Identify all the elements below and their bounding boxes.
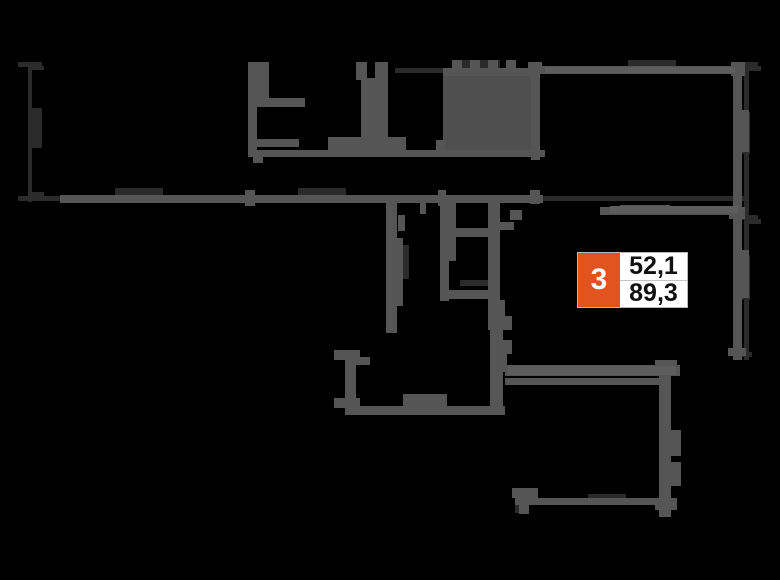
wall-ul-vertical-inner [257,62,269,107]
wall-balcony-right-nub-a [671,430,681,456]
wall-balcony-bottom-left-cap [512,488,538,498]
wall-right-vertical [733,70,742,212]
wall-main-horizontal-right [253,195,543,203]
wall-main-node-c [530,190,540,204]
wall-core-right-cap [528,62,542,74]
wall-right-vertical-lower [733,212,742,360]
wall-lower-horizontal [345,406,505,415]
wall-right-end-cap [728,348,746,356]
wall-main-node-a [245,190,255,206]
wall-lower-left-cap-bottom [334,398,360,408]
wall-core-pin-d [506,60,516,69]
wall-core-left-nub [436,140,445,154]
living-area-value: 52,1 [620,253,687,281]
total-area-value: 89,3 [629,279,678,308]
dim-leader-b [460,280,494,286]
dim-tick-left-top [18,62,42,67]
dim-line-left-vertical [28,62,32,202]
wall-ul-vertical-outer [248,62,257,157]
walls [60,60,749,517]
wall-core-top-edge [443,68,540,76]
dim-swatch-mid-a [115,188,163,196]
area-values: 52,1 89,3 [620,253,687,307]
wall-t-left-leg [356,62,367,80]
wall-right-nub-b [741,250,749,298]
wall-stub-b [420,200,426,214]
wall-core-pin-b [470,60,480,69]
dim-tick-right-top [734,62,758,67]
wall-lower-left-vert [345,350,356,412]
wall-stub-a [398,215,405,231]
wall-balcony-corner-br [655,498,677,510]
wall-t-foot [328,137,406,150]
wall-balcony-top-inner [505,378,660,385]
wall-core-right-post [531,62,540,160]
wall-core-pin-a [452,60,462,69]
dim-arrow-left-top [32,66,44,70]
wall-core-pin-c [488,60,498,69]
wall-center-room-top [449,228,495,237]
wall-balcony-bottom [515,498,673,505]
wall-ul-bottom-nub [253,157,263,163]
thin-line-balcony [508,366,676,375]
wall-center-vert-left-wide [386,238,403,306]
wall-thin-lines [508,67,738,375]
wall-t-right-leg [375,62,388,80]
wall-lower-horizontal-bump [403,394,447,407]
dim-swatch-left [32,108,42,148]
dim-tick-right-mid [734,215,758,220]
wall-balcony-right-nub-b [671,462,681,486]
area-badge[interactable]: 3 52,1 89,3 [577,252,688,308]
dim-arrow-right-top [749,66,761,71]
wall-ul-horizontal [257,98,305,107]
wall-right-nub-a [741,110,749,152]
wall-main-horizontal [60,195,250,203]
wall-core-bottom-plate [440,150,545,157]
wall-balcony-right-vert [659,372,671,517]
wall-balcony-bottom-left-stem [519,498,529,514]
dim-arrow-right-mid [749,219,761,224]
wall-lower-left-nub [356,357,370,365]
room-count-label: 3 [578,253,620,307]
wall-core-block [443,75,540,155]
dim-swatch-top-b [628,60,676,68]
thin-line-top-right [545,67,735,73]
wall-center-door-nub-a [500,222,514,230]
wall-ul-bottom-stub [257,139,299,147]
dim-swatch-mid-b [298,188,346,196]
thin-line-mid [610,206,738,213]
wall-center-door-nub-b [510,210,522,220]
dim-leader-a [403,245,409,279]
wall-lower-left-cap-top [334,350,360,360]
wall-main-node-b [438,190,446,206]
wall-t-plate [328,150,443,157]
dim-arrow-left-bottom [32,192,44,196]
wall-center-room-right [488,203,500,318]
wall-center-room-bottom [446,290,498,299]
wall-lower-right-vert-b [490,350,507,372]
